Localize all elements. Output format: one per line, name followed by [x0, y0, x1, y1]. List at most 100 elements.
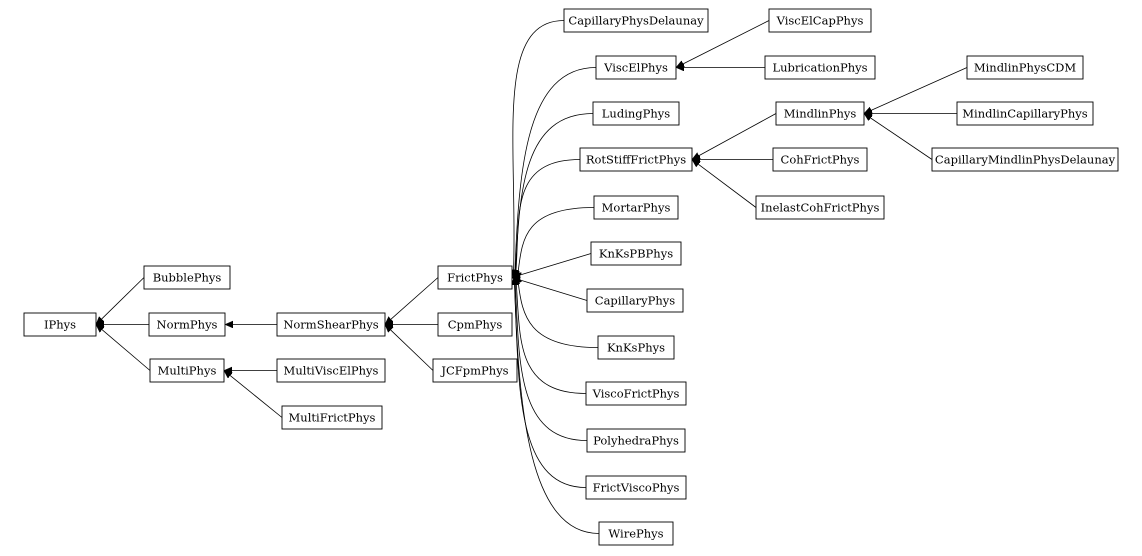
node-box — [437, 312, 513, 337]
node-visc-el-phys[interactable]: ViscElPhys — [595, 55, 677, 80]
node-multi-visc-el-phys[interactable]: MultiViscElPhys — [276, 358, 386, 383]
edge-wire-phys-to-frict-phys — [515, 285, 600, 534]
node-frict-visco-phys[interactable]: FrictViscoPhys — [585, 475, 687, 500]
node-kn-ks-phys[interactable]: KnKsPhys — [597, 335, 675, 360]
node-box — [966, 55, 1084, 80]
node-label: CapillaryPhys — [595, 294, 676, 308]
node-luding-phys[interactable]: LudingPhys — [592, 101, 680, 126]
node-lubrication-phys[interactable]: LubricationPhys — [764, 55, 876, 80]
node-label: LudingPhys — [602, 107, 670, 121]
node-box — [276, 358, 386, 383]
node-kn-ks-pb-phys[interactable]: KnKsPBPhys — [590, 241, 682, 266]
edge-luding-phys-to-frict-phys — [516, 113, 594, 271]
edge-jc-fpm-phys-to-norm-shear-phys — [391, 330, 434, 371]
node-label: ViscElCapPhys — [776, 14, 864, 28]
node-label: RotStiffFrictPhys — [586, 153, 686, 167]
node-label: LubricationPhys — [772, 61, 867, 75]
node-box — [956, 101, 1094, 126]
edge-polyhedra-phys-to-frict-phys — [515, 285, 588, 441]
edge-rot-stiff-frict-phys-to-frict-phys — [516, 159, 581, 271]
node-box — [586, 288, 684, 313]
node-wire-phys[interactable]: WirePhys — [598, 521, 674, 546]
node-label: MultiViscElPhys — [284, 364, 379, 378]
edge-multi-phys-to-i-phys — [102, 330, 151, 371]
edge-capillary-phys-to-frict-phys — [520, 280, 588, 301]
node-norm-phys[interactable]: NormPhys — [148, 312, 226, 337]
node-box — [143, 265, 231, 290]
node-box — [563, 8, 709, 33]
node-box — [595, 55, 677, 80]
node-visco-frict-phys[interactable]: ViscoFrictPhys — [585, 381, 687, 406]
node-visc-el-cap-phys[interactable]: ViscElCapPhys — [768, 8, 872, 33]
edge-multi-frict-phys-to-multi-phys — [230, 376, 283, 418]
node-box — [592, 101, 680, 126]
node-label: MultiFrictPhys — [289, 411, 376, 425]
edge-frict-phys-to-norm-shear-phys — [391, 277, 439, 320]
edge-inelast-coh-frict-phys-to-rot-stiff-frict-phys — [698, 164, 757, 208]
node-inelast-coh-frict-phys[interactable]: InelastCohFrictPhys — [755, 195, 885, 220]
node-box — [23, 312, 97, 337]
node-label: MindlinPhysCDM — [974, 61, 1077, 75]
node-box — [931, 147, 1119, 172]
node-box — [597, 335, 675, 360]
edge-mindlin-phys-cdm-to-mindlin-phys — [871, 67, 968, 111]
node-label: MindlinPhys — [784, 107, 857, 121]
node-box — [755, 195, 885, 220]
node-mortar-phys[interactable]: MortarPhys — [593, 195, 679, 220]
node-box — [590, 241, 682, 266]
node-label: CpmPhys — [448, 318, 503, 332]
node-label: KnKsPBPhys — [599, 247, 673, 261]
node-label: JCFpmPhys — [440, 364, 508, 378]
node-box — [432, 358, 518, 383]
node-mindlin-phys-cdm[interactable]: MindlinPhysCDM — [966, 55, 1084, 80]
node-i-phys[interactable]: IPhys — [23, 312, 97, 337]
node-box — [585, 475, 687, 500]
node-label: MindlinCapillaryPhys — [962, 107, 1088, 121]
node-norm-shear-phys[interactable]: NormShearPhys — [276, 312, 386, 337]
node-label: CapillaryPhysDelaunay — [568, 14, 704, 28]
node-box — [276, 312, 386, 337]
node-capillary-mindlin-phys-delaunay[interactable]: CapillaryMindlinPhysDelaunay — [931, 147, 1119, 172]
node-mindlin-capillary-phys[interactable]: MindlinCapillaryPhys — [956, 101, 1094, 126]
node-box — [281, 405, 383, 430]
node-box — [768, 8, 872, 33]
node-label: FrictPhys — [447, 271, 503, 285]
node-multi-frict-phys[interactable]: MultiFrictPhys — [281, 405, 383, 430]
node-capillary-phys[interactable]: CapillaryPhys — [586, 288, 684, 313]
node-frict-phys[interactable]: FrictPhys — [437, 265, 513, 290]
node-box — [764, 55, 876, 80]
node-label: CohFrictPhys — [781, 153, 860, 167]
node-cpm-phys[interactable]: CpmPhys — [437, 312, 513, 337]
node-multi-phys[interactable]: MultiPhys — [149, 358, 225, 383]
node-label: NormShearPhys — [283, 318, 378, 332]
node-label: InelastCohFrictPhys — [761, 201, 880, 215]
edge-kn-ks-phys-to-frict-phys — [518, 283, 599, 348]
node-label: ViscElPhys — [603, 61, 668, 75]
node-box — [586, 428, 686, 453]
node-label: MortarPhys — [602, 201, 671, 215]
edge-capillary-mindlin-phys-delaunay-to-mindlin-phys — [871, 118, 933, 160]
edge-visc-el-cap-phys-to-visc-el-phys — [683, 20, 770, 64]
node-polyhedra-phys[interactable]: PolyhedraPhys — [586, 428, 686, 453]
node-box — [772, 147, 868, 172]
node-label: WirePhys — [608, 527, 663, 541]
node-label: IPhys — [44, 318, 76, 332]
node-box — [585, 381, 687, 406]
node-label: ViscoFrictPhys — [592, 387, 680, 401]
node-label: CapillaryMindlinPhysDelaunay — [935, 153, 1116, 167]
node-label: BubblePhys — [153, 271, 222, 285]
node-label: MultiPhys — [158, 364, 217, 378]
edge-capillary-phys-delaunay-to-frict-phys — [513, 20, 565, 270]
node-label: PolyhedraPhys — [593, 434, 679, 448]
node-coh-frict-phys[interactable]: CohFrictPhys — [772, 147, 868, 172]
edge-kn-ks-pb-phys-to-frict-phys — [520, 253, 592, 276]
node-label: FrictViscoPhys — [593, 481, 680, 495]
node-rot-stiff-frict-phys[interactable]: RotStiffFrictPhys — [579, 147, 693, 172]
node-bubble-phys[interactable]: BubblePhys — [143, 265, 231, 290]
node-mindlin-phys[interactable]: MindlinPhys — [775, 101, 865, 126]
edge-bubble-phys-to-i-phys — [102, 277, 145, 319]
node-box — [149, 358, 225, 383]
node-jc-fpm-phys[interactable]: JCFpmPhys — [432, 358, 518, 383]
node-capillary-phys-delaunay[interactable]: CapillaryPhysDelaunay — [563, 8, 709, 33]
